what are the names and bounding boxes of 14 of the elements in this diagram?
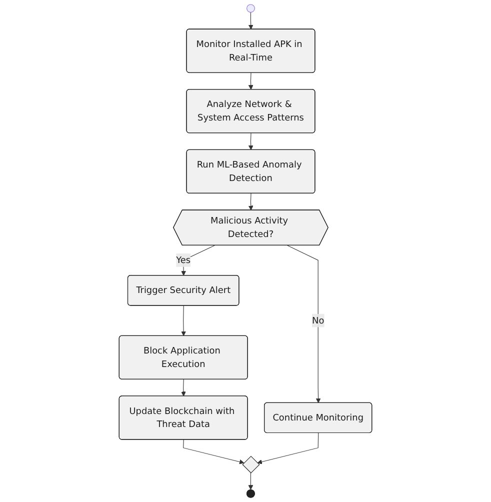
edge-label: Yes bbox=[176, 254, 191, 266]
edge-label: No bbox=[312, 314, 324, 326]
node-circle bbox=[246, 4, 255, 13]
arrow bbox=[248, 72, 254, 90]
arrow bbox=[257, 432, 319, 464]
arrow bbox=[248, 472, 254, 490]
arrow bbox=[248, 193, 254, 210]
arrow bbox=[287, 245, 321, 404]
arrow bbox=[181, 379, 186, 396]
arrow bbox=[183, 439, 244, 464]
node-diamond bbox=[242, 456, 260, 474]
arrow bbox=[248, 132, 254, 150]
arrow bbox=[181, 305, 186, 336]
arrow bbox=[248, 12, 254, 30]
